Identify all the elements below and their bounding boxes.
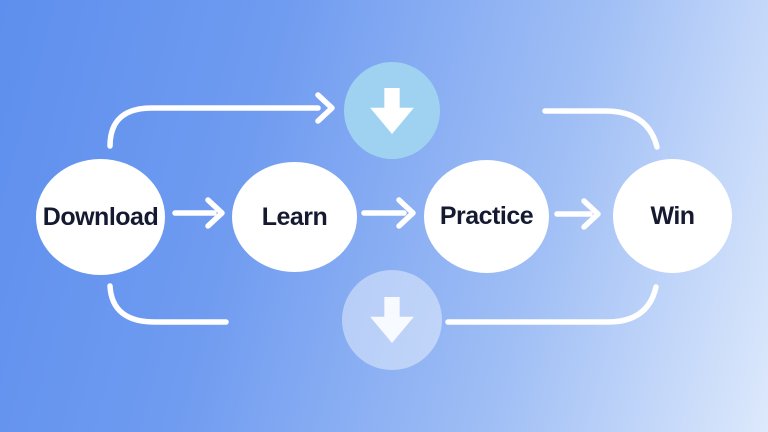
flow-node-practice: Practice bbox=[424, 160, 549, 273]
curve-download-to-top-badge bbox=[107, 105, 321, 149]
node-label-download: Download bbox=[42, 202, 159, 231]
arrow-practice-to-win-head bbox=[581, 198, 601, 230]
arrow-learn-to-practice-head bbox=[396, 197, 416, 229]
arrow-download-to-learn-head bbox=[205, 197, 225, 229]
down-arrow-icon bbox=[370, 87, 414, 134]
flow-node-win: Win bbox=[613, 159, 732, 273]
flow-node-download: Download bbox=[36, 159, 165, 275]
curve-download-to-bottom bbox=[107, 283, 229, 325]
arrowhead-top-badge bbox=[315, 92, 335, 124]
down-arrow-icon bbox=[370, 297, 414, 343]
node-label-win: Win bbox=[650, 201, 695, 230]
flow-node-learn: Learn bbox=[232, 162, 357, 272]
download-badge-top bbox=[344, 62, 440, 159]
curve-bottom-to-win bbox=[445, 284, 659, 325]
download-badge-bottom bbox=[342, 270, 442, 370]
node-label-learn: Learn bbox=[261, 202, 328, 231]
curve-top-to-win bbox=[542, 108, 660, 150]
node-label-practice: Practice bbox=[439, 202, 534, 230]
